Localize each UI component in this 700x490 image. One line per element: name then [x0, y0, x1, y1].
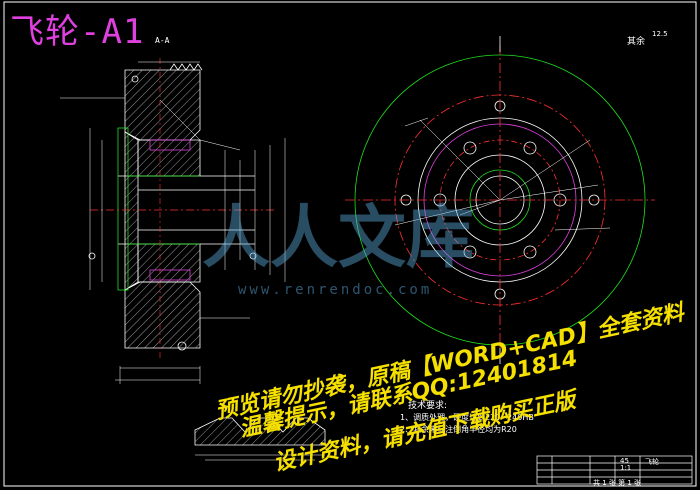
roughness-symbol: 12.5: [652, 30, 668, 38]
drawing-title: 飞轮-A1: [10, 12, 145, 52]
web: [124, 131, 139, 291]
title-block-scale: 1:1: [620, 464, 632, 472]
magenta-groove: [149, 139, 191, 151]
rim-upper: [124, 69, 201, 141]
site-watermark: 人人文库: [202, 199, 475, 278]
hub-lower: [137, 243, 201, 283]
tech-requirements-heading: 技术要求:: [408, 401, 448, 411]
front-dims: [394, 117, 611, 231]
green-face: [117, 127, 129, 291]
drawing-frame: [3, 1, 697, 487]
title-block: [536, 455, 693, 485]
rim-lower: [124, 281, 201, 349]
tooth-profile: [194, 417, 326, 461]
section-view: [60, 58, 286, 384]
title-block-sheet: 共 1 张 第 1 张: [593, 479, 642, 487]
teeth-top: [169, 63, 203, 71]
dimensions-left: [60, 61, 286, 384]
hub-upper: [137, 139, 201, 177]
tech-requirement-item: 1、调质处理，硬度达到220~240HB: [400, 413, 534, 422]
title-block-part-name: 飞轮: [645, 458, 659, 466]
front-view: [345, 36, 655, 364]
section-label: A-A: [155, 36, 170, 45]
title-block-material: 45: [620, 457, 629, 465]
roughness-note: 其余: [627, 37, 646, 47]
site-url-watermark: www.renrendoc.com: [238, 282, 433, 298]
tech-requirement-item: 2、其余未标注倒角半径均为R20: [400, 425, 517, 434]
